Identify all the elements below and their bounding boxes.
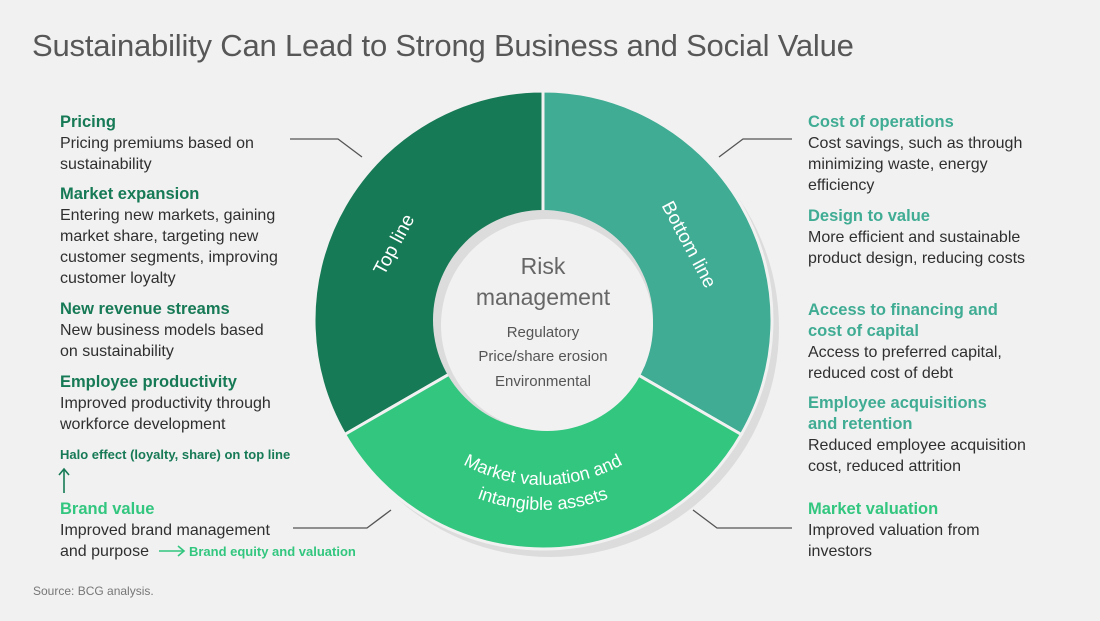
employee-acquisitions-heading: Employee acquisitions and retention <box>808 394 987 433</box>
source-note: Source: BCG analysis. <box>33 584 154 598</box>
cost-operations-block: Cost of operations Cost savings, such as… <box>808 112 1048 196</box>
leader-line-top-right <box>718 138 792 158</box>
market-expansion-body: Entering new markets, gaining market sha… <box>60 207 278 287</box>
market-expansion-heading: Market expansion <box>60 185 200 203</box>
market-valuation-body: Improved valuation from investors <box>808 522 980 560</box>
design-value-block: Design to value More efficient and susta… <box>808 206 1048 269</box>
page-title: Sustainability Can Lead to Strong Busine… <box>32 28 854 63</box>
center-circle <box>441 219 653 431</box>
center-item: Price/share erosion <box>478 348 607 365</box>
pricing-block: Pricing Pricing premiums based on sustai… <box>60 112 330 175</box>
brand-right-arrow-icon <box>159 545 186 557</box>
financing-heading: Access to financing and cost of capital <box>808 301 998 340</box>
brand-value-block: Brand value Improved brand management an… <box>60 499 390 562</box>
cost-operations-heading: Cost of operations <box>808 113 954 131</box>
financing-body: Access to preferred capital, reduced cos… <box>808 344 1002 382</box>
employee-acquisitions-body: Reduced employee acquisition cost, reduc… <box>808 437 1026 475</box>
new-revenue-body: New business models based on sustainabil… <box>60 322 264 360</box>
market-valuation-heading: Market valuation <box>808 500 939 518</box>
market-expansion-block: Market expansion Entering new markets, g… <box>60 184 330 289</box>
financing-block: Access to financing and cost of capital … <box>808 300 1018 384</box>
center-item: Environmental <box>495 373 591 390</box>
leader-line-bottom-left <box>293 509 392 529</box>
pricing-body: Pricing premiums based on sustainability <box>60 135 254 173</box>
market-valuation-block: Market valuation Improved valuation from… <box>808 499 1008 562</box>
new-revenue-block: New revenue streams New business models … <box>60 299 330 362</box>
brand-value-body-line2: and purpose <box>60 543 149 560</box>
leader-line-bottom-right <box>692 509 792 529</box>
design-value-heading: Design to value <box>808 207 930 225</box>
employee-productivity-body: Improved productivity through workforce … <box>60 395 271 433</box>
new-revenue-heading: New revenue streams <box>60 300 230 318</box>
design-value-body: More efficient and sustainable product d… <box>808 229 1026 267</box>
cost-operations-body: Cost savings, such as through minimizing… <box>808 135 1023 194</box>
halo-up-arrow-icon <box>58 467 70 493</box>
leader-line-top-left <box>290 138 363 158</box>
center-title-line1: Risk <box>521 253 566 279</box>
pricing-heading: Pricing <box>60 113 116 131</box>
employee-productivity-heading: Employee productivity <box>60 373 237 391</box>
employee-productivity-block: Employee productivity Improved productiv… <box>60 372 330 435</box>
halo-effect-note: Halo effect (loyalty, share) on top line <box>60 447 291 462</box>
center-item: Regulatory <box>507 324 580 341</box>
brand-value-body-line1: Improved brand management <box>60 522 270 539</box>
center-title-line2: management <box>476 284 611 310</box>
brand-value-heading: Brand value <box>60 500 155 518</box>
brand-equity-note: Brand equity and valuation <box>188 544 356 559</box>
employee-acquisitions-block: Employee acquisitions and retention Redu… <box>808 393 1053 477</box>
